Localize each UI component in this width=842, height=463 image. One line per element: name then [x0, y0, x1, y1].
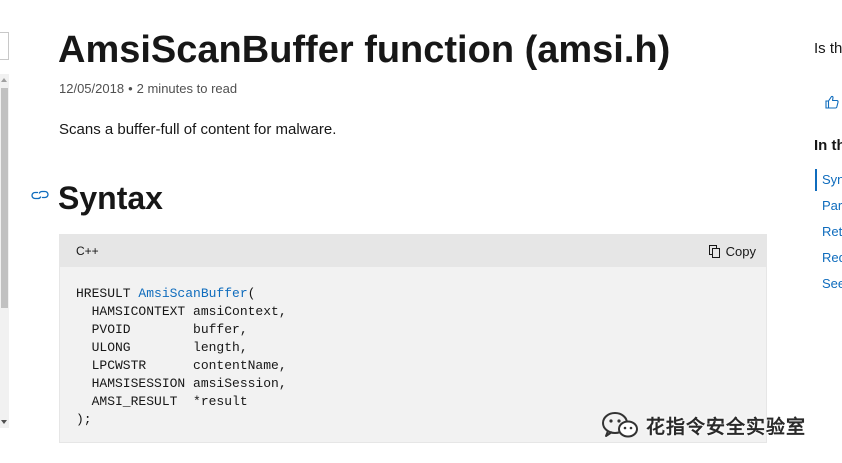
sidebar-scrollbar[interactable] [0, 74, 9, 428]
article-metadata: 12/05/2018•2 minutes to read [59, 81, 237, 96]
code-param-line: PVOID buffer, [76, 322, 248, 337]
right-rail: Is this page helpful? In this article Sy… [814, 0, 842, 463]
watermark: 花指令安全实验室 [600, 410, 806, 440]
code-header: C++ Copy [60, 235, 766, 267]
return-type: HRESULT [76, 286, 139, 301]
copy-button[interactable]: Copy [708, 241, 756, 261]
wechat-logo-icon [602, 412, 638, 438]
read-time: 2 minutes to read [136, 81, 238, 96]
function-name: AmsiScanBuffer [138, 286, 248, 301]
copy-label: Copy [725, 243, 756, 259]
toc-list: Syntax Parameters Return value Requireme… [814, 168, 842, 298]
toc-item-return-value[interactable]: Return value [822, 224, 842, 239]
article-summary: Scans a buffer-full of content for malwa… [59, 121, 337, 138]
code-param-line: ULONG length, [76, 340, 248, 355]
toc-item-parameters[interactable]: Parameters [822, 198, 842, 213]
syntax-heading: Syntax [58, 180, 163, 216]
scroll-down-icon[interactable] [1, 420, 7, 424]
scrollbar-thumb[interactable] [1, 88, 8, 308]
toc-item-syntax[interactable]: Syntax [814, 168, 842, 194]
code-content: HRESULT AmsiScanBuffer( HAMSICONTEXT ams… [60, 267, 766, 429]
meta-separator: • [128, 81, 133, 96]
open-paren: ( [247, 286, 256, 301]
code-language-label: C++ [76, 244, 99, 258]
closing-paren: ); [76, 412, 92, 427]
copy-icon [708, 244, 720, 258]
toc-heading: In this article [814, 137, 842, 154]
scroll-up-icon[interactable] [1, 78, 7, 82]
thumbs-up-icon[interactable] [824, 94, 840, 110]
link-icon[interactable] [31, 188, 49, 202]
code-param-line: HAMSICONTEXT amsiContext, [76, 304, 287, 319]
feedback-question: Is this page helpful? [814, 40, 842, 57]
watermark-text: 花指令安全实验室 [646, 415, 807, 438]
sidebar-filter-input[interactable] [0, 32, 9, 60]
page-title: AmsiScanBuffer function (amsi.h) [58, 29, 671, 71]
code-param-line: LPCWSTR contentName, [76, 358, 287, 373]
article-date: 12/05/2018 [59, 81, 125, 96]
code-param-line: HAMSISESSION amsiSession, [76, 376, 287, 391]
code-param-line: AMSI_RESULT *result [76, 394, 248, 409]
code-block: C++ Copy HRESULT AmsiScanBuffer( HAMSICO… [59, 234, 767, 443]
toc-item-requirements[interactable]: Requirements [822, 250, 842, 265]
toc-item-see-also[interactable]: See also [822, 276, 842, 291]
